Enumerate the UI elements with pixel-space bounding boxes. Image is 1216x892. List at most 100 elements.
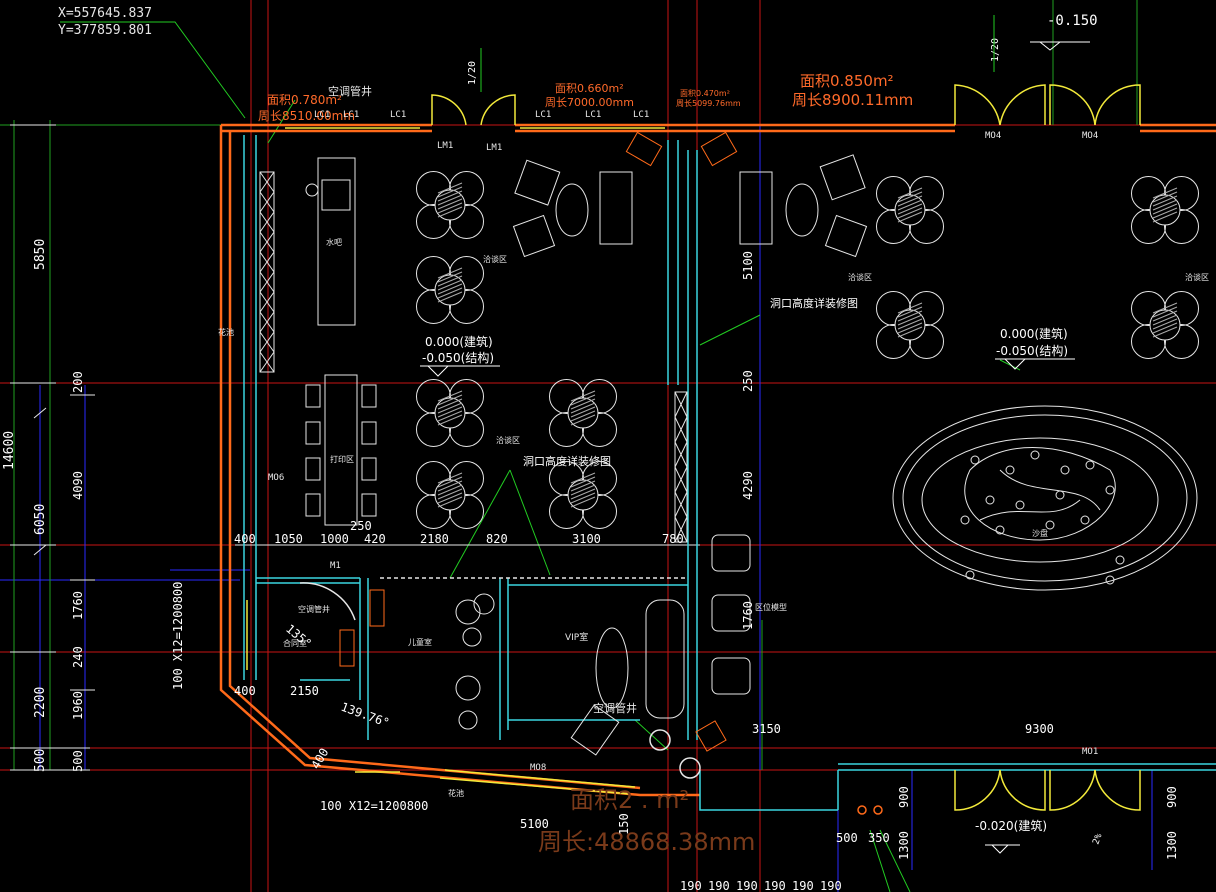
pipe-note: 100 X12=1200800: [171, 582, 185, 690]
dim-text: 780: [662, 532, 684, 546]
exterior-walls: [219, 123, 1216, 811]
dim-text: 400: [234, 532, 256, 546]
level-labels: 0.000(建筑) -0.050(结构) 0.000(建筑) -0.050(结构…: [420, 326, 1075, 854]
dim-text: 1000: [320, 532, 349, 546]
dim-text: 500: [71, 750, 85, 772]
room-labels: 空调管井 水吧 花池 洽谈区 洽谈区 洽谈区 打印区 洽谈区 空调管井 合同室 …: [218, 84, 1209, 798]
level-top: -0.150: [1047, 13, 1098, 29]
door-label: LC1: [343, 110, 359, 120]
dim-text: 1760: [741, 601, 755, 630]
dim-text: 1300: [897, 831, 911, 860]
dim-text: 900: [1165, 786, 1179, 808]
area-1-area: 面积0.780m²: [267, 93, 342, 107]
dim-text: 1760: [71, 591, 85, 620]
dim-text: 3100: [572, 532, 601, 546]
room-label: 区位模型: [755, 602, 787, 612]
door-label: MO1: [1082, 747, 1098, 757]
round-table: [1131, 176, 1199, 244]
dim-text: 1300: [1165, 831, 1179, 860]
door-label: MO8: [530, 763, 546, 773]
room-label: 空调管井: [328, 84, 372, 98]
dim-text: 2180: [420, 532, 449, 546]
dims-mid-vertical: 5100 250 4290 1760: [741, 251, 755, 630]
level-struct: -0.050(结构): [422, 350, 494, 365]
dim-text: 240: [71, 646, 85, 668]
area-2-perimeter: 周长7000.00mm: [545, 96, 634, 109]
big-area-area: 面积2 . m²: [570, 786, 689, 814]
top-level-marker: -0.150 1/20 1/20: [467, 13, 1098, 92]
dim-text: 190: [792, 879, 814, 892]
dim-text: 1960: [71, 691, 85, 720]
note: 洞口高度详装修图: [770, 296, 858, 310]
dim-text: 900: [897, 786, 911, 808]
area-1-perimeter: 周长8510.00mm: [258, 109, 355, 123]
area-labels: 面积0.780m² 周长8510.00mm 面积0.660m² 周长7000.0…: [258, 72, 913, 123]
pipe-note: 100 X12=1200800: [320, 799, 428, 813]
door-label: M1: [330, 561, 341, 571]
dim-text: 250: [741, 370, 755, 392]
door-label: MO4: [1082, 131, 1098, 141]
dims-left-inner: 200 4090 1760 240 1960 500: [71, 371, 85, 772]
area-4-perimeter: 周长8900.11mm: [792, 91, 913, 109]
door-labels: LC1 LC1 LC1 LM1 LM1 LC1 LC1 LC1 MO4 MO4 …: [268, 110, 1098, 773]
pipe-circles: [649, 729, 883, 815]
room-label: 花池: [448, 788, 464, 798]
room-label: 洽谈区: [483, 254, 507, 264]
notes: 洞口高度详装修图 洞口高度详装修图: [523, 296, 858, 468]
level-arch: -0.020(建筑): [975, 818, 1047, 833]
round-table: [416, 171, 484, 239]
dims-left-outer: 5850 14600 6050 2200 500: [2, 239, 48, 772]
interior-walls: [243, 135, 698, 740]
door-label: LM1: [486, 143, 502, 153]
dim-text: 4090: [71, 471, 85, 500]
dim-text: 400: [234, 684, 256, 698]
dim-text: 139.76°: [339, 700, 391, 730]
dim-text: 420: [364, 532, 386, 546]
round-table: [1131, 291, 1199, 359]
dim-text: 500: [836, 831, 858, 845]
big-area-perimeter: 周长:48868.38mm: [538, 828, 755, 856]
dim-text: 820: [486, 532, 508, 546]
coord-y: Y=377859.801: [58, 23, 152, 38]
doors-top: [431, 84, 1141, 811]
big-area-label: 面积2 . m² 周长:48868.38mm: [538, 786, 755, 856]
hatch-column: [259, 171, 688, 543]
round-table: [416, 379, 484, 447]
dim-text: 14600: [2, 431, 17, 470]
door-label: MO4: [985, 131, 1001, 141]
furniture: [305, 154, 1198, 756]
room-label: 空调管井: [298, 604, 330, 614]
dims-horizontal: 400 1050 1000 420 2180 820 3100 780 250: [234, 519, 684, 546]
level-arch: 0.000(建筑): [425, 334, 493, 349]
round-tables: [416, 171, 1199, 529]
room-label: 合同室: [283, 638, 307, 648]
dim-text: 4290: [741, 471, 755, 500]
note: 洞口高度详装修图: [523, 454, 611, 468]
round-table: [876, 176, 944, 244]
room-label: 打印区: [330, 454, 354, 464]
dim-text: 190: [708, 879, 730, 892]
dim-text: 5100: [741, 251, 755, 280]
area-3-area: 面积0.470m²: [680, 88, 730, 98]
slope-label-2: 1/20: [467, 61, 478, 85]
dim-text: 1050: [274, 532, 303, 546]
dim-text: 190: [764, 879, 786, 892]
dim-text: 190: [736, 879, 758, 892]
dim-text: 2200: [33, 687, 48, 718]
coordinates: X=557645.837 Y=377859.801: [58, 6, 152, 38]
round-table: [416, 256, 484, 324]
room-label: 洽谈区: [1185, 272, 1209, 282]
dim-text: 190: [820, 879, 842, 892]
dim-text: 3150: [752, 722, 781, 736]
door-label: LC1: [633, 110, 649, 120]
room-label: 空调管井: [593, 701, 637, 715]
room-label: 洽谈区: [848, 272, 872, 282]
windows: [246, 127, 665, 795]
room-label: 花池: [218, 327, 234, 337]
door-label: LC1: [390, 110, 406, 120]
pipe-notes: 100 X12=1200800 100 X12=1200800: [171, 582, 428, 813]
coord-x: X=557645.837: [58, 6, 152, 21]
area-4-area: 面积0.850m²: [800, 72, 894, 90]
